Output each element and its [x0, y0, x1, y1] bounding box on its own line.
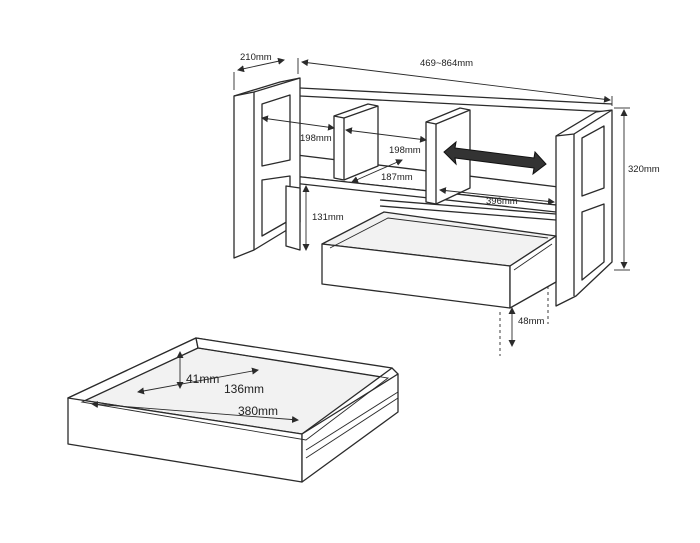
label-width-range: 469~864mm: [420, 58, 473, 69]
label-shelf-span-left: 198mm: [300, 133, 332, 144]
label-drawer-depth: 136mm: [224, 382, 264, 396]
drawer-dimension-lines: [91, 351, 299, 424]
label-inner-right: 396mm: [486, 196, 518, 207]
dimension-lines: [233, 57, 630, 356]
label-depth: 210mm: [240, 52, 272, 63]
drawer-detail-side: [301, 373, 399, 483]
label-divider-depth: 187mm: [381, 172, 413, 183]
back-top-rail: [299, 87, 613, 105]
label-shelf-span-right: 198mm: [389, 145, 421, 156]
drawer-detail: [67, 337, 399, 483]
left-panel-window: [261, 94, 291, 167]
label-height: 320mm: [628, 164, 660, 175]
left-leg: [285, 185, 301, 251]
label-drawer-width: 380mm: [238, 404, 278, 418]
label-leg-height: 131mm: [312, 212, 344, 223]
drawer-in-unit: [321, 211, 557, 309]
double-arrow-icon: [443, 140, 547, 176]
label-drawer-height: 41mm: [186, 372, 219, 386]
dimension-labels: 210mm 469~864mm 320mm 198mm 198mm 187mm …: [186, 52, 660, 418]
divider-left: [333, 103, 379, 181]
label-drawer-clearance: 48mm: [518, 316, 544, 327]
right-panel-window: [581, 125, 605, 197]
drawer-side-face: [509, 235, 557, 309]
